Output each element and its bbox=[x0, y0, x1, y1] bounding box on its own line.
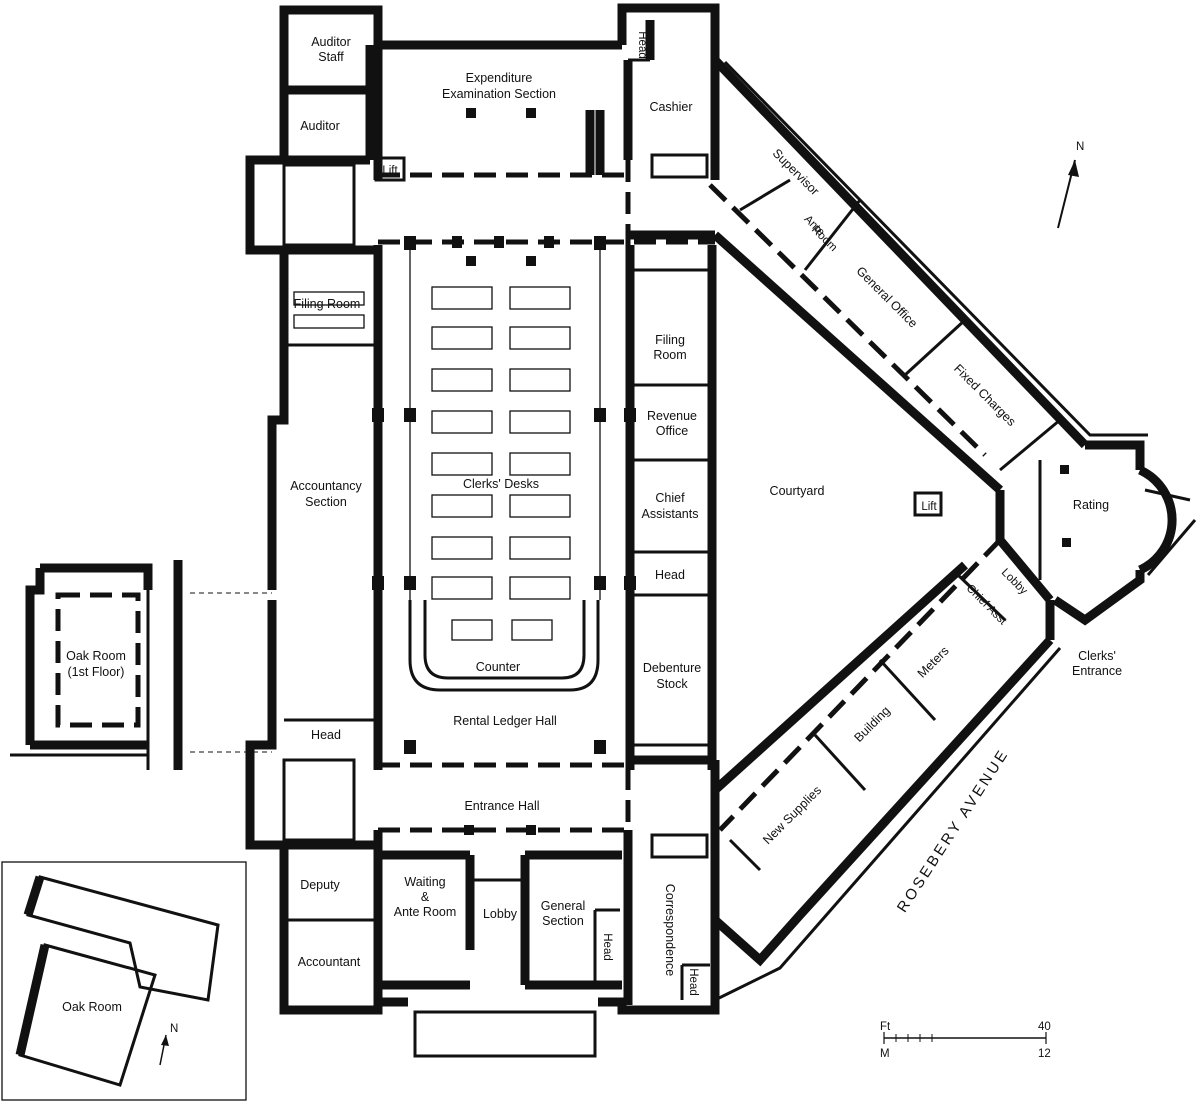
label-clerks-desks: Clerks' Desks bbox=[463, 477, 539, 491]
label-accountancy-2: Section bbox=[305, 495, 347, 509]
label-lift-top: Lift bbox=[382, 165, 398, 177]
label-debenture-stock-2: Stock bbox=[656, 677, 688, 691]
label-courtyard: Courtyard bbox=[770, 484, 825, 498]
label-auditor-staff-2: Staff bbox=[318, 50, 344, 64]
label-north: N bbox=[1076, 141, 1084, 153]
label-waiting-3: Ante Room bbox=[394, 905, 457, 919]
label-accountant: Accountant bbox=[298, 955, 361, 969]
label-clerks-entrance-2: Entrance bbox=[1072, 664, 1122, 678]
label-head-right: Head bbox=[655, 568, 685, 582]
label-head-bottom-right: Head bbox=[687, 968, 699, 996]
label-building: Building bbox=[851, 703, 892, 744]
label-oak-room-1f-1: Oak Room bbox=[66, 649, 126, 663]
label-waiting-2: & bbox=[421, 890, 430, 904]
label-inset-oak-room: Oak Room bbox=[62, 1000, 122, 1014]
label-scale-ft-value: 40 bbox=[1038, 1021, 1051, 1033]
label-head-bottom: Head bbox=[601, 933, 613, 961]
label-expenditure-1: Expenditure bbox=[466, 71, 533, 85]
label-chief-assistants-2: Assistants bbox=[642, 507, 699, 521]
label-correspondence: Correspondence bbox=[663, 884, 677, 976]
label-cashier: Cashier bbox=[649, 100, 692, 114]
clerks-desks bbox=[293, 286, 571, 641]
scale-bar bbox=[883, 1032, 1047, 1044]
inset-site-map bbox=[1, 861, 247, 1101]
label-lift-mid: Lift bbox=[921, 501, 937, 513]
label-rating: Rating bbox=[1073, 498, 1109, 512]
label-chief-asst: Chief Asst bbox=[964, 582, 1010, 628]
label-general-office: General Office bbox=[853, 264, 920, 331]
label-clerks-entrance-1: Clerks' bbox=[1078, 649, 1116, 663]
label-auditor-staff-1: Auditor bbox=[311, 35, 351, 49]
label-counter: Counter bbox=[476, 660, 520, 674]
inset-north-arrow bbox=[159, 1034, 169, 1066]
label-general-section-1: General bbox=[541, 899, 585, 913]
label-oak-room-1f-2: (1st Floor) bbox=[68, 665, 125, 679]
label-lobby-bottom: Lobby bbox=[483, 907, 518, 921]
label-accountancy-1: Accountancy bbox=[290, 479, 362, 493]
label-head-top: Head bbox=[636, 31, 648, 59]
label-rental-ledger-hall: Rental Ledger Hall bbox=[453, 714, 557, 728]
piers bbox=[372, 108, 1071, 835]
label-general-section-2: Section bbox=[542, 914, 584, 928]
label-filing-room-left: Filing Room bbox=[294, 297, 361, 311]
label-filing-room-right-1: Filing bbox=[655, 333, 685, 347]
label-head-left: Head bbox=[311, 728, 341, 742]
label-inset-north: N bbox=[170, 1023, 178, 1035]
oak-room-block bbox=[10, 560, 272, 770]
label-revenue-office-2: Office bbox=[656, 424, 688, 438]
label-chief-assistants-1: Chief bbox=[655, 491, 685, 505]
label-scale-m: M bbox=[880, 1048, 890, 1060]
north-arrow bbox=[1057, 159, 1079, 229]
label-expenditure-2: Examination Section bbox=[442, 87, 556, 101]
label-debenture-stock-1: Debenture bbox=[643, 661, 701, 675]
label-auditor: Auditor bbox=[300, 119, 340, 133]
stairs bbox=[282, 153, 709, 1058]
label-scale-ft: Ft bbox=[880, 1021, 891, 1033]
counter-structure bbox=[408, 600, 600, 692]
room-labels: Auditor Staff Auditor Expenditure Examin… bbox=[62, 31, 1122, 1060]
label-deputy: Deputy bbox=[300, 878, 340, 892]
label-new-supplies: New Supplies bbox=[760, 783, 824, 847]
label-filing-room-right-2: Room bbox=[653, 348, 686, 362]
label-waiting-1: Waiting bbox=[404, 875, 445, 889]
label-scale-m-value: 12 bbox=[1038, 1048, 1051, 1060]
label-entrance-hall: Entrance Hall bbox=[464, 799, 539, 813]
outer-walls bbox=[245, 3, 1197, 1015]
label-meters: Meters bbox=[915, 644, 952, 681]
label-revenue-office-1: Revenue bbox=[647, 409, 697, 423]
